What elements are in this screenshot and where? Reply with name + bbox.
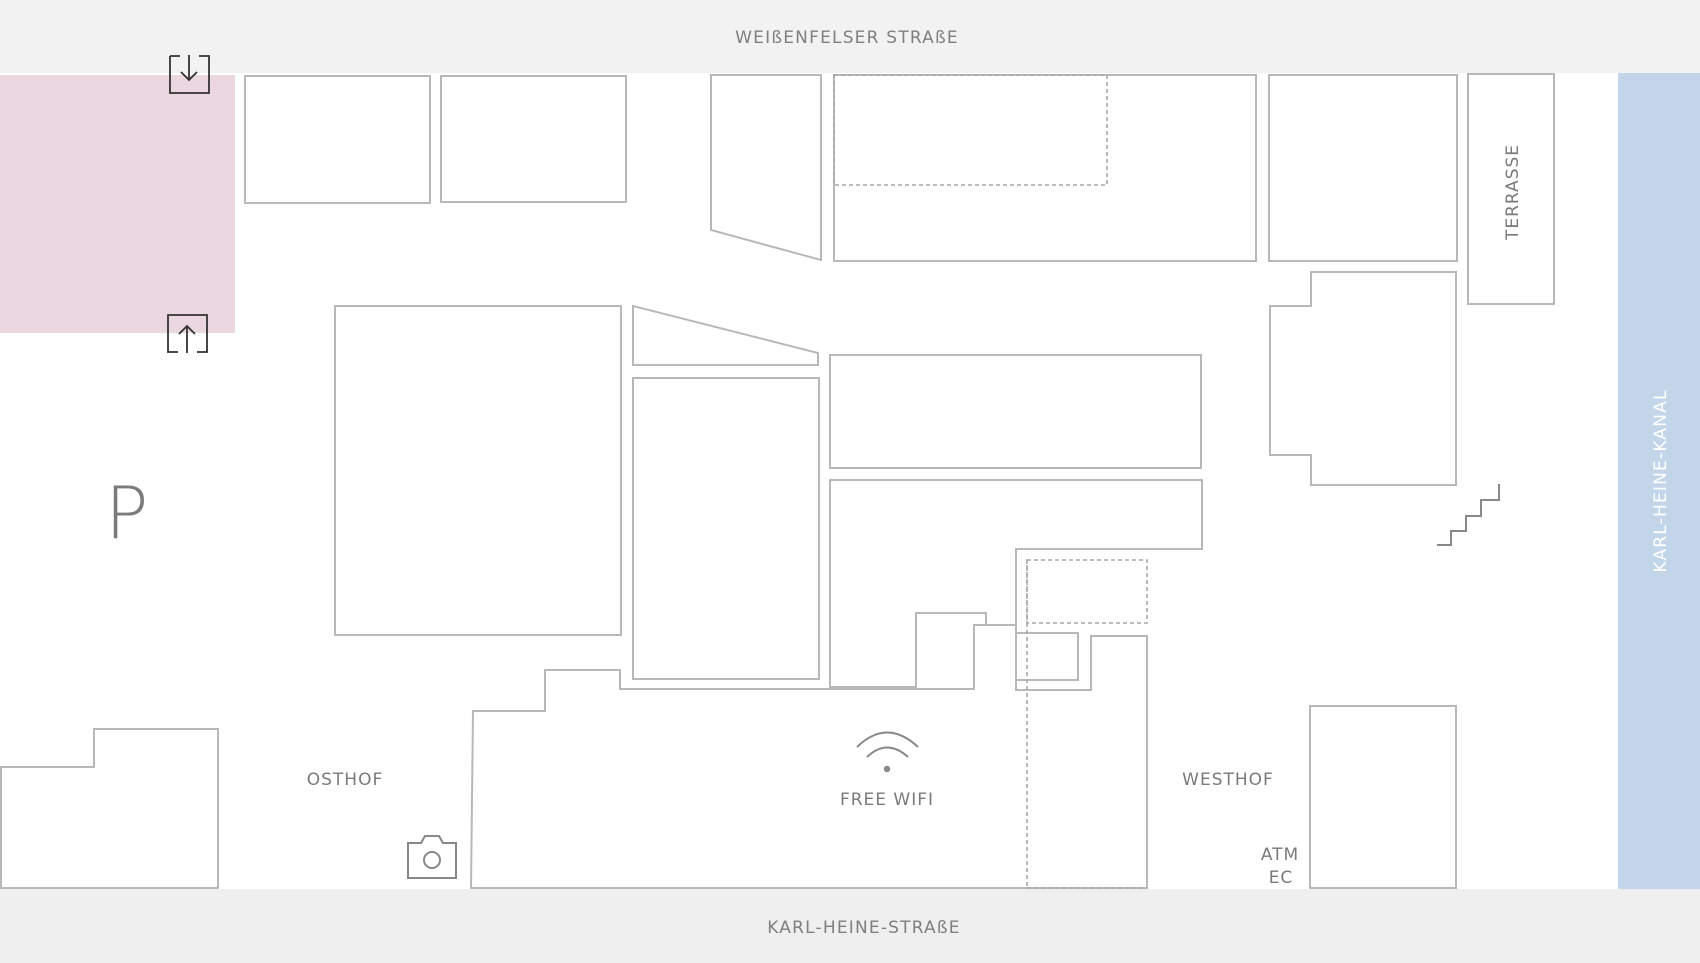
building-bottom-right[interactable] <box>1309 705 1457 889</box>
stairs-icon <box>1437 484 1500 546</box>
building-top-5[interactable] <box>1268 74 1458 262</box>
building-top-1[interactable] <box>244 75 431 204</box>
building-right-mid[interactable] <box>1269 271 1457 486</box>
building-bottom-left[interactable] <box>0 728 219 889</box>
west-courtyard-label: WESTHOF <box>1182 770 1274 790</box>
building-mid-4[interactable] <box>829 479 1203 688</box>
south-street-band <box>0 889 1700 963</box>
atm-label: ATM <box>1261 845 1299 865</box>
building-mid-4-dashed-zone <box>1026 559 1148 624</box>
exit-icon[interactable] <box>167 314 208 353</box>
street-south-label: KARL-HEINE-STRAßE <box>767 918 961 938</box>
building-top-2[interactable] <box>440 75 627 203</box>
parking-area[interactable] <box>0 75 235 333</box>
wifi-icon <box>856 731 919 773</box>
building-terrace[interactable] <box>1467 73 1555 305</box>
parking-symbol[interactable]: P <box>105 471 148 555</box>
canal-label: KARL-HEINE-KANAL <box>1651 389 1671 572</box>
building-mid-2[interactable] <box>632 377 820 680</box>
camera-icon[interactable] <box>407 835 457 879</box>
entrance-icon[interactable] <box>169 55 210 94</box>
building-mid-1[interactable] <box>334 305 622 636</box>
east-courtyard-label: OSTHOF <box>307 770 384 790</box>
street-north-label: WEIßENFELSER STRAßE <box>735 28 959 48</box>
ec-label: EC <box>1269 868 1294 888</box>
building-mid-3[interactable] <box>829 354 1202 469</box>
terrace-label: TERRASSE <box>1503 144 1523 241</box>
building-top-4[interactable] <box>833 74 1257 262</box>
building-mid-triangle[interactable] <box>632 304 819 366</box>
canal <box>1618 73 1700 889</box>
building-top-4-dashed-zone <box>833 74 1108 186</box>
building-bottom-long[interactable] <box>469 624 1148 889</box>
wifi-label: FREE WIFI <box>840 790 934 810</box>
building-top-3[interactable] <box>710 74 822 262</box>
north-street-band <box>0 0 1700 73</box>
